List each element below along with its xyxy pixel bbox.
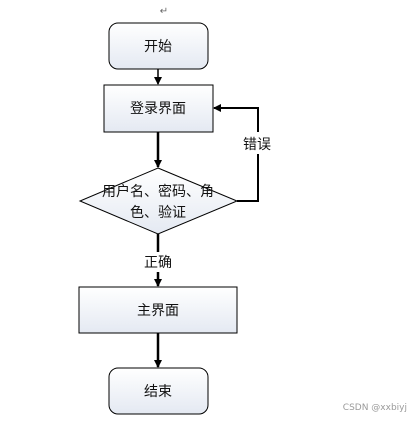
check-decision-node <box>78 167 239 235</box>
right-label: 正确 <box>144 255 172 271</box>
login-label: 登录界面 <box>130 101 186 117</box>
return-mark: ↵ <box>160 6 168 17</box>
end-label: 结束 <box>144 384 172 400</box>
wrong-label-bg <box>240 132 274 154</box>
edge-wrong-loop <box>213 104 259 202</box>
end-node <box>108 367 209 415</box>
start-label: 开始 <box>144 39 172 55</box>
watermark: CSDN @xxbiyj <box>342 403 407 413</box>
wrong-label: 错误 <box>243 137 271 153</box>
login-node <box>103 84 214 133</box>
check-label-line1: 用户名、密码、角 <box>102 183 214 200</box>
check-label-line2: 色、验证 <box>130 204 186 221</box>
main-node <box>78 286 238 334</box>
right-label-bg <box>140 252 176 272</box>
main-label: 主界面 <box>137 303 179 319</box>
